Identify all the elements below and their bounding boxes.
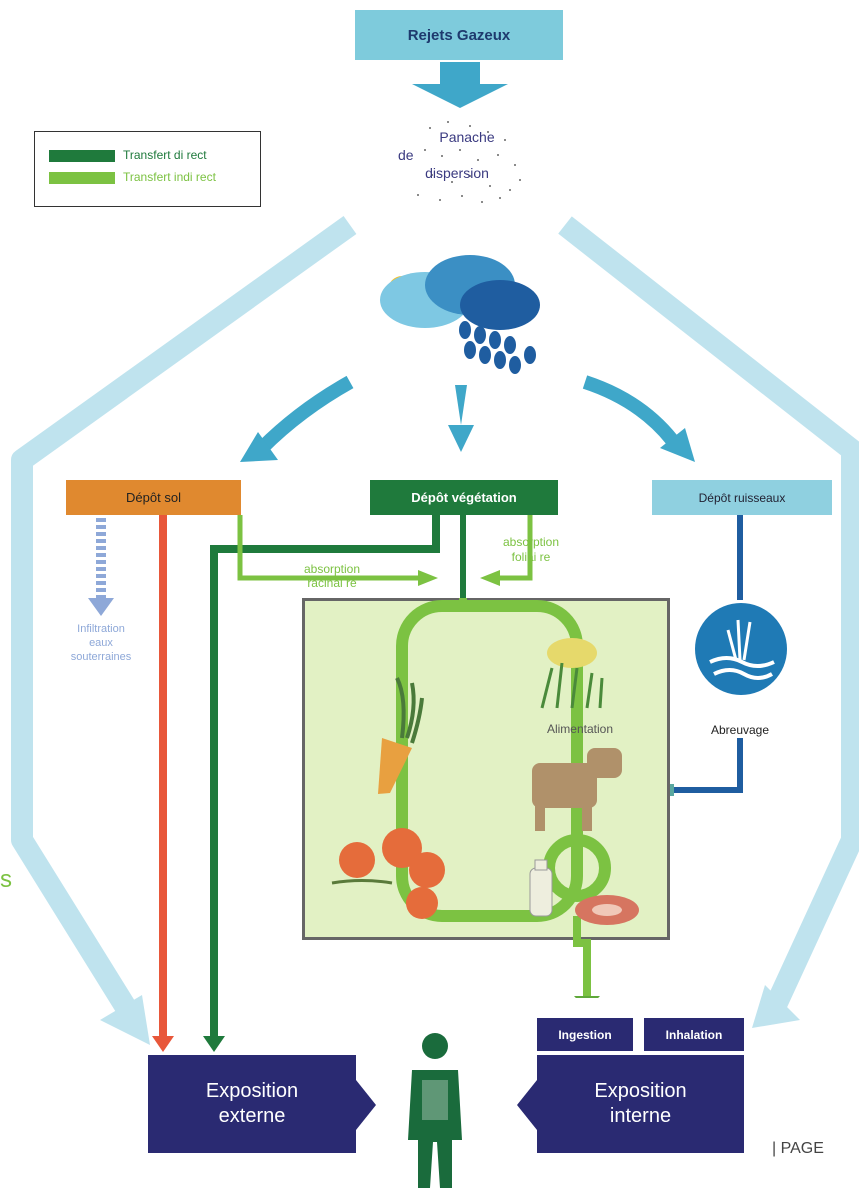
vegetation-deposit-box: Dépôt végétation <box>370 480 558 515</box>
tomatoes-icon <box>331 828 445 919</box>
inhalation-box: Inhalation <box>644 1018 744 1051</box>
source-label: Rejets Gazeux <box>407 26 511 44</box>
legend-label-direct: Transfert di rect <box>123 148 207 162</box>
milk-bottle-icon <box>529 859 553 917</box>
deposit-arrow-right <box>582 375 695 462</box>
infiltration-arrow <box>88 518 114 616</box>
soil-deposit-box: Dépôt sol <box>66 480 241 515</box>
plume-dots <box>417 121 521 203</box>
vegetation-deposit-label: Dépôt végétation <box>411 490 517 505</box>
soil-external-red-arrow <box>152 515 174 1052</box>
foliar-absorption-line-1: absorption <box>502 535 560 549</box>
root-absorption-arrow <box>237 515 438 586</box>
source-down-arrow <box>412 62 508 108</box>
person-icon <box>408 1033 462 1188</box>
meat-icon <box>575 895 639 925</box>
infiltration-line-1: Infiltration <box>77 623 125 635</box>
left-side-arrow <box>11 216 357 1045</box>
ingestion-box: Ingestion <box>537 1018 633 1051</box>
food-label: Alimentation <box>546 722 614 736</box>
corn-grass-icon <box>540 638 604 709</box>
legend-label-indirect: Transfert indi rect <box>123 170 216 184</box>
infiltration-line-2: eaux <box>89 637 113 649</box>
plume-line-3: dispersion <box>425 165 489 181</box>
plume-label: Panache de dispersion <box>392 128 522 182</box>
foliar-absorption-arrow <box>480 515 533 586</box>
soil-deposit-label: Dépôt sol <box>126 490 181 505</box>
legend-swatch-direct <box>49 150 115 162</box>
right-side-arrow <box>558 216 859 1028</box>
internal-exposure-line-1: Exposition <box>594 1080 687 1102</box>
external-exposure-line-1: Exposition <box>205 1080 299 1102</box>
watering-label: Abreuvage <box>710 723 770 737</box>
foliar-absorption-label: absorption foliai re <box>486 535 576 565</box>
streams-deposit-label: Dépôt ruisseaux <box>698 490 786 505</box>
weather-cloud-icon <box>380 255 540 374</box>
deposit-arrow-center <box>448 385 474 452</box>
plume-line-2: de <box>398 147 414 163</box>
plume-line-1: Panache <box>439 129 495 145</box>
internal-exposure-line-2: interne <box>609 1105 672 1127</box>
root-absorption-line-2: racinai re <box>307 576 357 590</box>
root-absorption-line-1: absorption <box>303 562 361 576</box>
page-footer: | PAGE <box>772 1140 824 1157</box>
external-exposure-box: Exposition externe <box>148 1055 356 1153</box>
root-absorption-label: absorption racinai re <box>282 562 382 590</box>
food-chain-small-loop <box>543 834 611 902</box>
watering-icon <box>695 603 787 695</box>
internal-exposure-box: Exposition interne <box>537 1055 744 1153</box>
legend-swatch-indirect <box>49 172 115 184</box>
inhalation-label: Inhalation <box>665 1027 723 1042</box>
side-text-fragment: s <box>0 866 12 893</box>
infiltration-line-3: souterraines <box>70 651 132 663</box>
foliar-absorption-line-2: foliai re <box>511 550 551 564</box>
source-box: Rejets Gazeux <box>355 10 563 60</box>
deposit-arrow-left <box>240 375 354 462</box>
legend: Transfert di rect Transfert indi rect <box>34 131 261 207</box>
veg-external-green-arrow <box>203 515 440 1052</box>
external-exposure-pointer <box>356 1080 376 1130</box>
cow-icon <box>532 748 622 831</box>
internal-exposure-pointer <box>517 1080 537 1130</box>
food-chain-graphics <box>331 598 639 998</box>
ingestion-label: Ingestion <box>558 1027 612 1042</box>
external-exposure-line-2: externe <box>218 1105 286 1127</box>
infiltration-label: Infiltration eaux souterraines <box>46 622 156 664</box>
carrot-icon <box>378 677 424 794</box>
streams-deposit-box: Dépôt ruisseaux <box>652 480 832 515</box>
